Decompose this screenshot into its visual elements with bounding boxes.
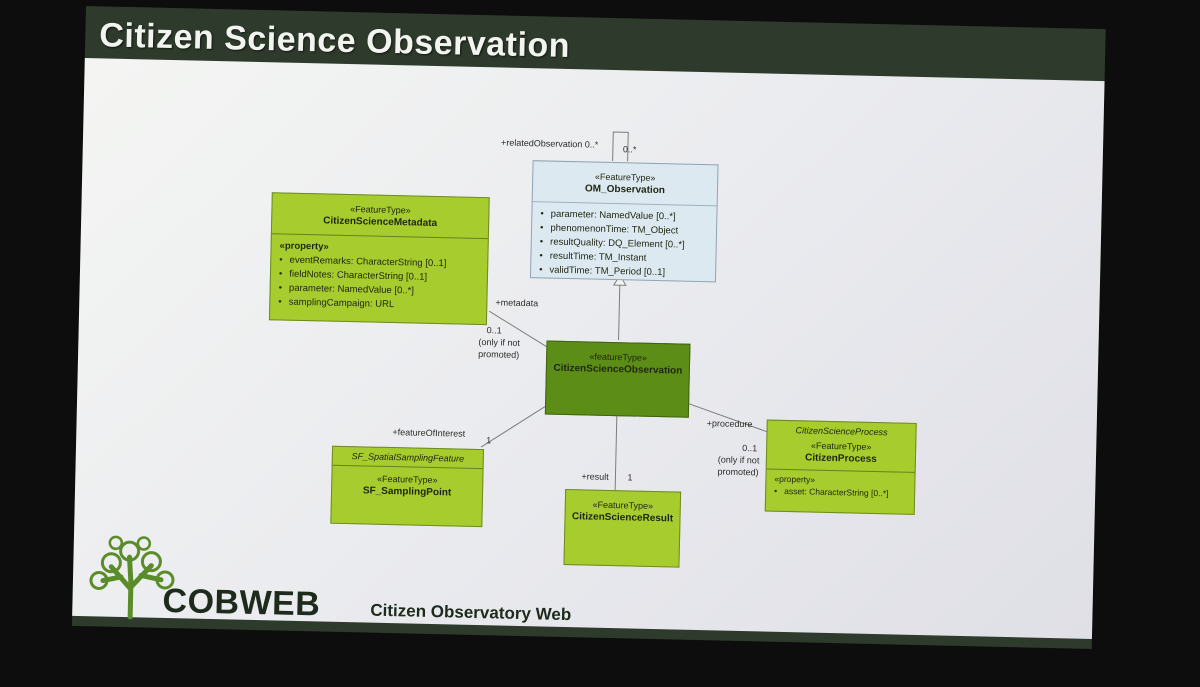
class-name: OM_Observation <box>584 183 666 197</box>
feature-of-interest-multiplicity: 1 <box>486 435 492 446</box>
class-name: CitizenScienceObservation <box>553 362 683 377</box>
result-association-line <box>614 410 618 491</box>
metadata-association-line <box>488 310 547 347</box>
related-observation-role-label: +relatedObservation 0..* <box>500 137 599 150</box>
procedure-note-line-2: promoted) <box>717 466 759 478</box>
class-name: SF_SamplingPoint <box>362 485 452 499</box>
metadata-role-label: +metadata <box>495 297 539 309</box>
procedure-role-label: +procedure <box>706 418 753 430</box>
citizen-science-metadata-class[interactable]: «FeatureType» CitizenScienceMetadata «pr… <box>268 192 490 326</box>
attribute-list: parameter: NamedValue [0..*] phenomenonT… <box>531 202 717 286</box>
uml-diagram-canvas: «FeatureType» OM_Observation parameter: … <box>72 57 1105 639</box>
citizen-process-class[interactable]: CitizenScienceProcess «FeatureType» Citi… <box>764 419 917 515</box>
brand-logo-text: COBWEB <box>162 581 321 624</box>
attribute-list: «property» asset: CharacterString [0..*] <box>766 469 915 504</box>
procedure-association-line <box>688 403 767 433</box>
generalization-line <box>618 285 621 341</box>
metadata-multiplicity: 0..1 <box>486 325 502 336</box>
attribute-row: asset: CharacterString [0..*] <box>774 484 906 499</box>
association-lines <box>480 131 767 491</box>
result-multiplicity: 1 <box>627 472 633 483</box>
cobweb-tree-logo-icon <box>89 535 175 620</box>
attribute-list: «property» eventRemarks: CharacterString… <box>270 234 488 319</box>
sf-sampling-point-class[interactable]: SF_SpatialSamplingFeature «FeatureType» … <box>330 445 485 528</box>
citizen-science-observation-class[interactable]: «featureType» CitizenScienceObservation <box>544 340 691 418</box>
related-observation-multiplicity: 0..* <box>622 144 637 155</box>
projected-slide: Citizen Science Observation «FeatureType… <box>71 6 1106 649</box>
class-name: CitizenProcess <box>804 452 877 466</box>
supertype-label: SF_SpatialSamplingFeature <box>351 451 465 464</box>
self-association-line <box>612 131 629 162</box>
class-name: CitizenScienceResult <box>571 511 674 525</box>
result-role-label: +result <box>581 471 609 482</box>
procedure-multiplicity: 0..1 <box>742 443 758 454</box>
slide-title: Citizen Science Observation <box>98 16 571 65</box>
metadata-note-line-1: (only if not <box>478 336 521 348</box>
attribute-row: validTime: TM_Period [0..1] <box>539 263 707 281</box>
procedure-note-line-1: (only if not <box>717 454 760 466</box>
feature-of-interest-line <box>480 406 546 448</box>
metadata-note-line-2: promoted) <box>478 348 520 360</box>
om-observation-class[interactable]: «FeatureType» OM_Observation parameter: … <box>529 160 719 283</box>
feature-of-interest-role-label: +featureOfInterest <box>392 427 466 439</box>
citizen-science-result-class[interactable]: «FeatureType» CitizenScienceResult <box>563 488 682 568</box>
